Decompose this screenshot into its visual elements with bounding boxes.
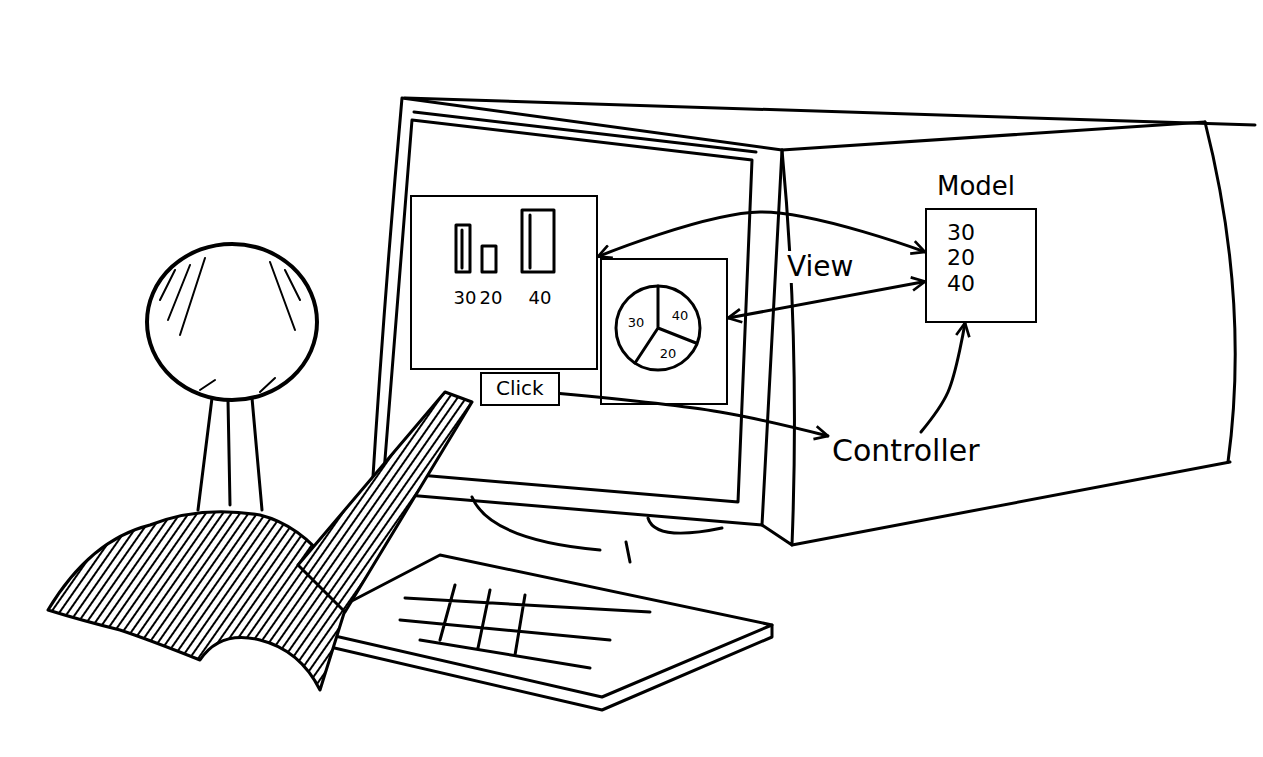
person-arm (298, 392, 472, 612)
click-button: Click (480, 372, 560, 406)
model-box: Model30 20 40 (925, 208, 1037, 323)
node-text: 20 (480, 288, 503, 309)
keyboard (300, 625, 772, 710)
node-text: 40 (529, 288, 552, 309)
pie-chart-window: 40 20 30 (600, 258, 728, 405)
bar (462, 215, 530, 268)
edge-label: View (784, 251, 856, 283)
node-heading: Model (937, 172, 1015, 202)
connector-arrow (921, 323, 965, 432)
monitor-stand (472, 497, 600, 550)
person-head (147, 244, 317, 400)
monitor-housing (405, 98, 1255, 125)
person-head-scribble (160, 258, 300, 392)
person-body (48, 512, 345, 690)
monitor-screen (414, 112, 756, 152)
monitor-bezel (762, 150, 794, 545)
node-text: 30 (628, 316, 645, 331)
connector-arrow (598, 212, 925, 257)
bar (482, 246, 496, 272)
bar (522, 210, 554, 272)
controller-label: Controller (828, 432, 986, 475)
monitor-stand (626, 542, 630, 562)
bar-chart-window: 3020 40 (410, 195, 598, 370)
monitor-housing (792, 462, 1230, 545)
node-text: 30 20 40 (927, 210, 1000, 296)
pie-chart (616, 286, 700, 370)
node-text: 20 (660, 347, 677, 362)
monitor-stand (648, 518, 722, 533)
node-text: Controller (832, 434, 982, 469)
connector-arrow (728, 281, 925, 318)
monitor-housing (1205, 122, 1235, 462)
keyboard (300, 555, 772, 697)
node-text: 30 (454, 288, 477, 309)
node-text: Click (496, 377, 544, 400)
keyboard-keys (400, 585, 650, 668)
node-text: 40 (672, 309, 689, 324)
monitor-housing (782, 122, 1205, 150)
person-neck (198, 398, 262, 510)
